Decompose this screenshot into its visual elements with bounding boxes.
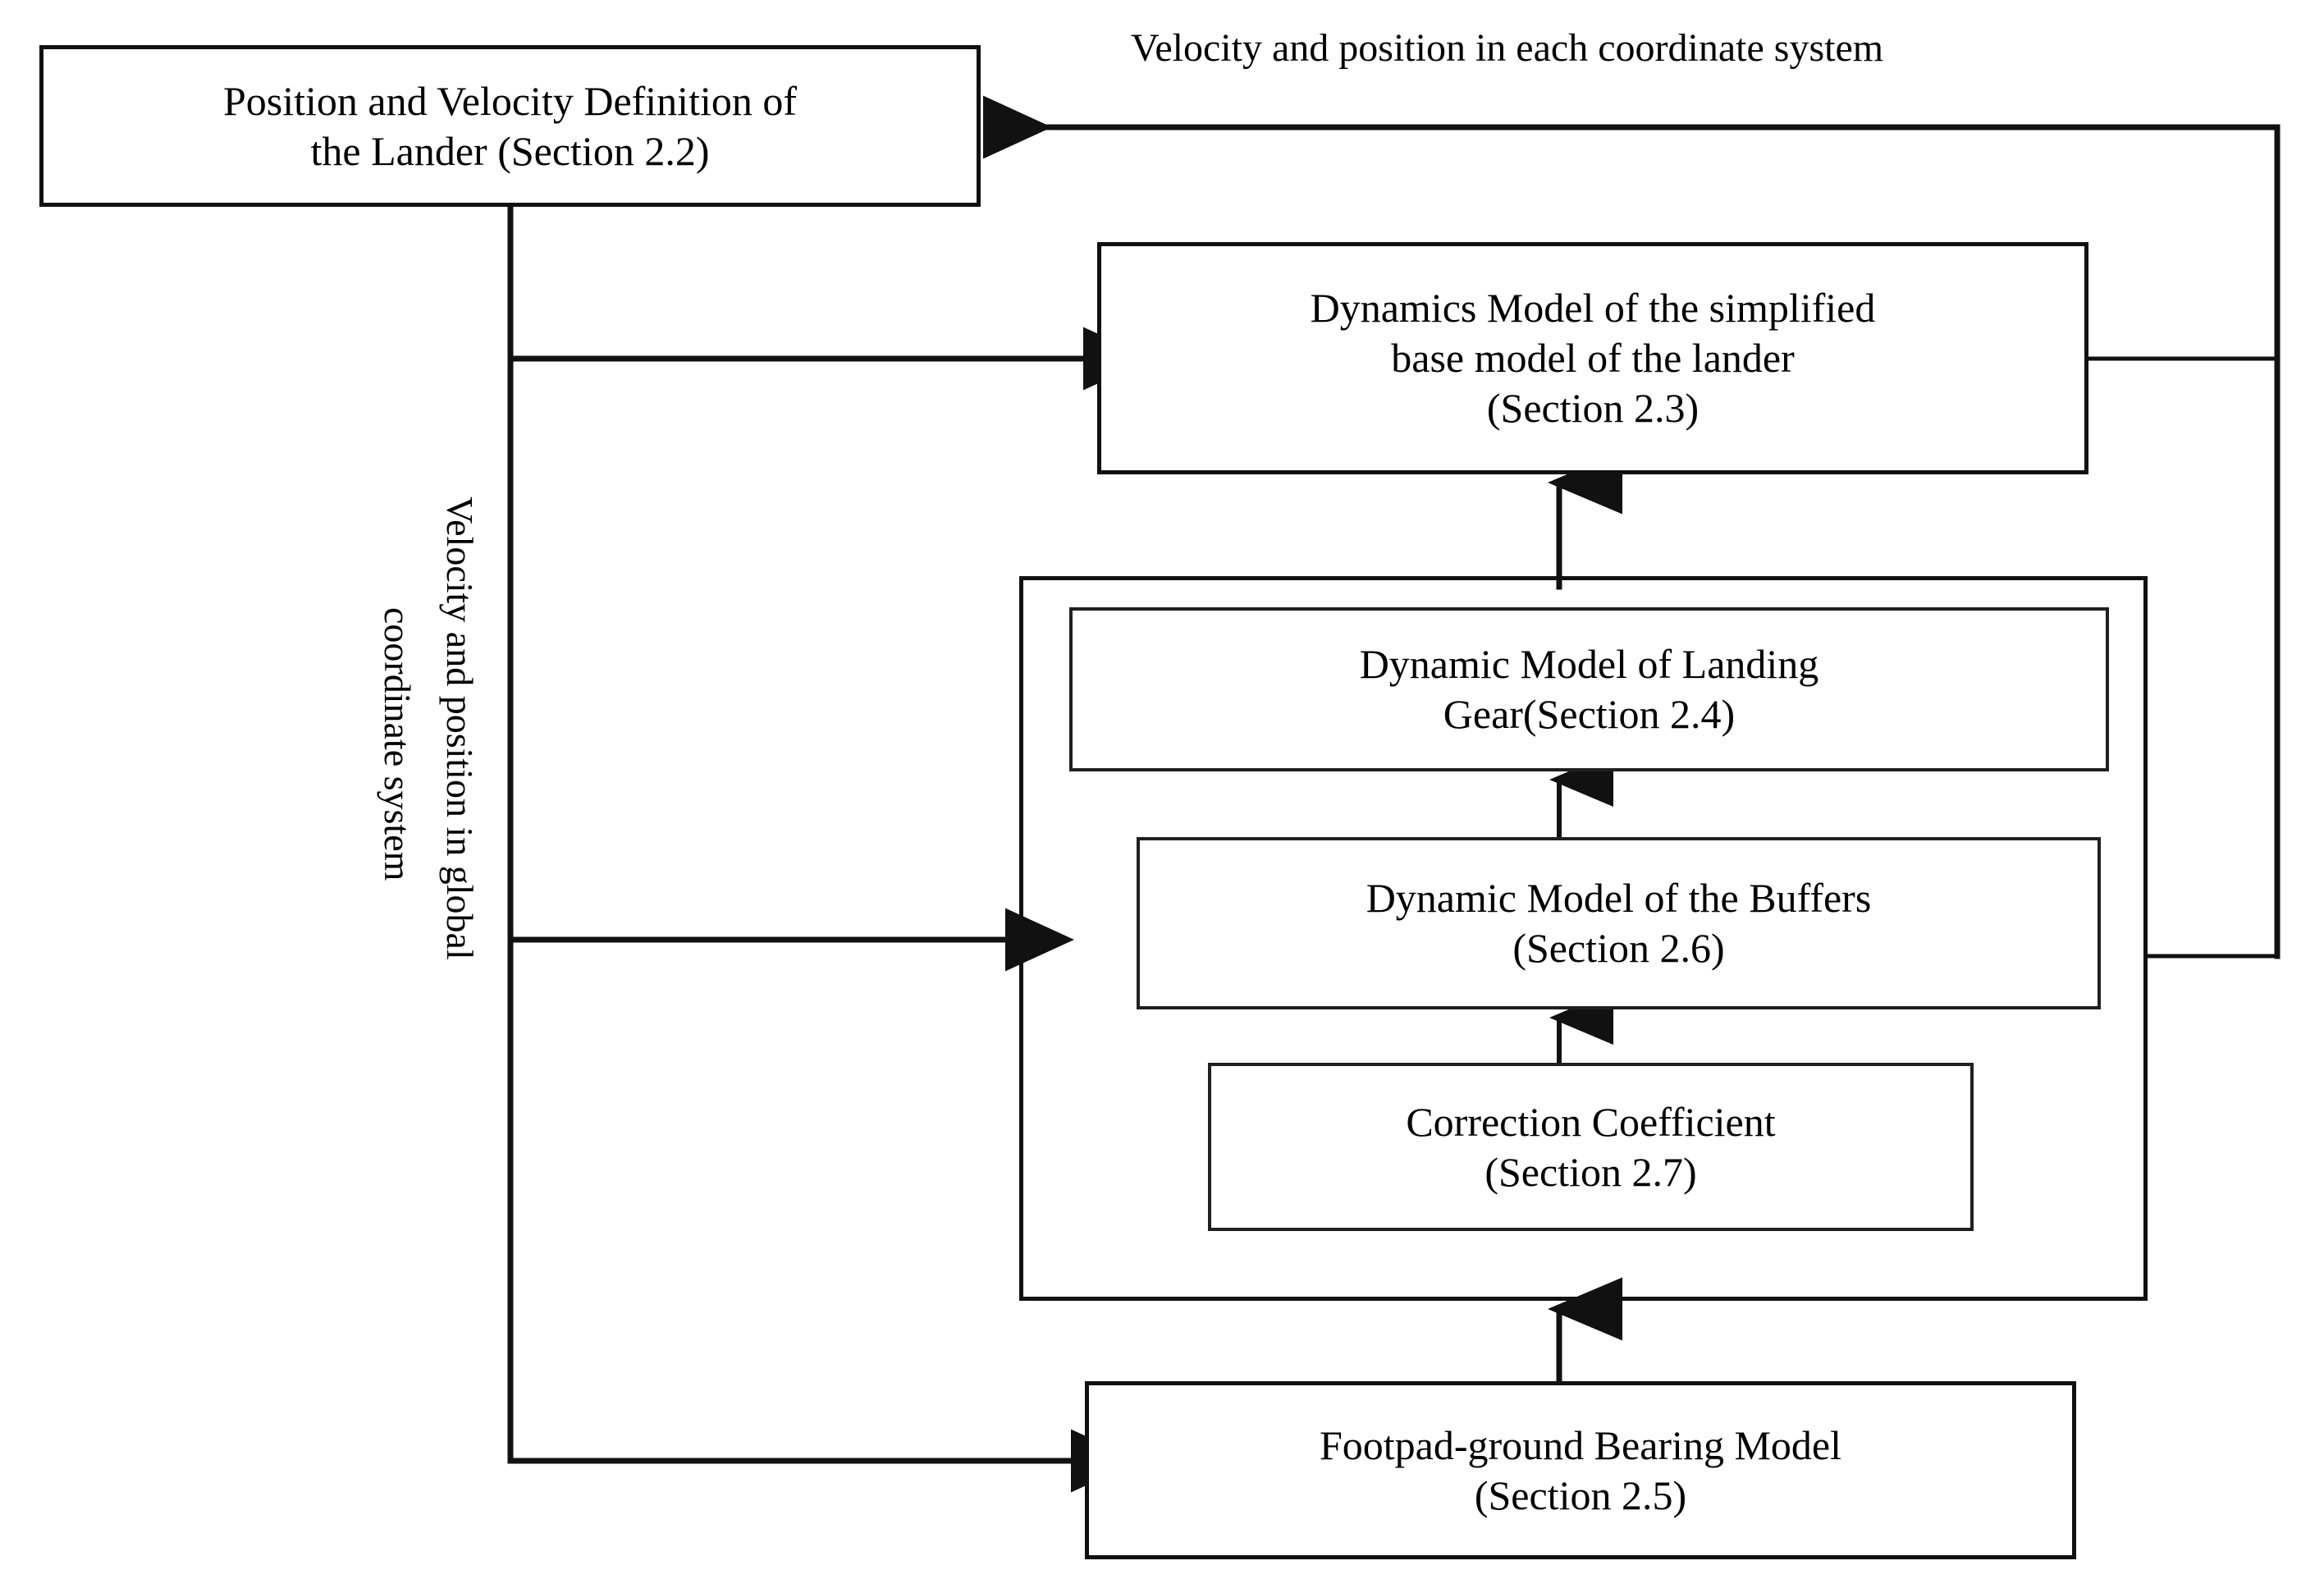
node-footpad-ground-bearing[interactable]: Footpad-ground Bearing Model (Section 2.…	[1085, 1381, 2076, 1559]
node-dynamics-base-model[interactable]: Dynamics Model of the simplified base mo…	[1097, 242, 2088, 474]
node-position-velocity-definition[interactable]: Position and Velocity Definition of the …	[39, 45, 981, 207]
edge-label-global-coordinate-system-line1: Velocity and position in global	[439, 497, 481, 960]
node-landing-gear-model[interactable]: Dynamic Model of Landing Gear(Section 2.…	[1069, 607, 2109, 771]
node-landing-gear-model-label: Dynamic Model of Landing Gear(Section 2.…	[1359, 641, 1819, 737]
node-correction-coefficient-label: Correction Coefficient (Section 2.7)	[1406, 1098, 1776, 1195]
node-footpad-ground-bearing-label: Footpad-ground Bearing Model (Section 2.…	[1319, 1421, 1841, 1518]
node-buffers-model[interactable]: Dynamic Model of the Buffers (Section 2.…	[1137, 837, 2101, 1009]
node-correction-coefficient[interactable]: Correction Coefficient (Section 2.7)	[1208, 1063, 1974, 1231]
edge-label-feedback-each-coordinate-system: Velocity and position in each coordinate…	[1131, 26, 1884, 70]
node-dynamics-base-model-label: Dynamics Model of the simplified base mo…	[1310, 285, 1876, 431]
node-buffers-model-label: Dynamic Model of the Buffers (Section 2.…	[1366, 875, 1872, 971]
edge-label-global-coordinate-system-line2: coordinate system	[377, 607, 419, 881]
node-position-velocity-definition-label: Position and Velocity Definition of the …	[222, 77, 798, 174]
